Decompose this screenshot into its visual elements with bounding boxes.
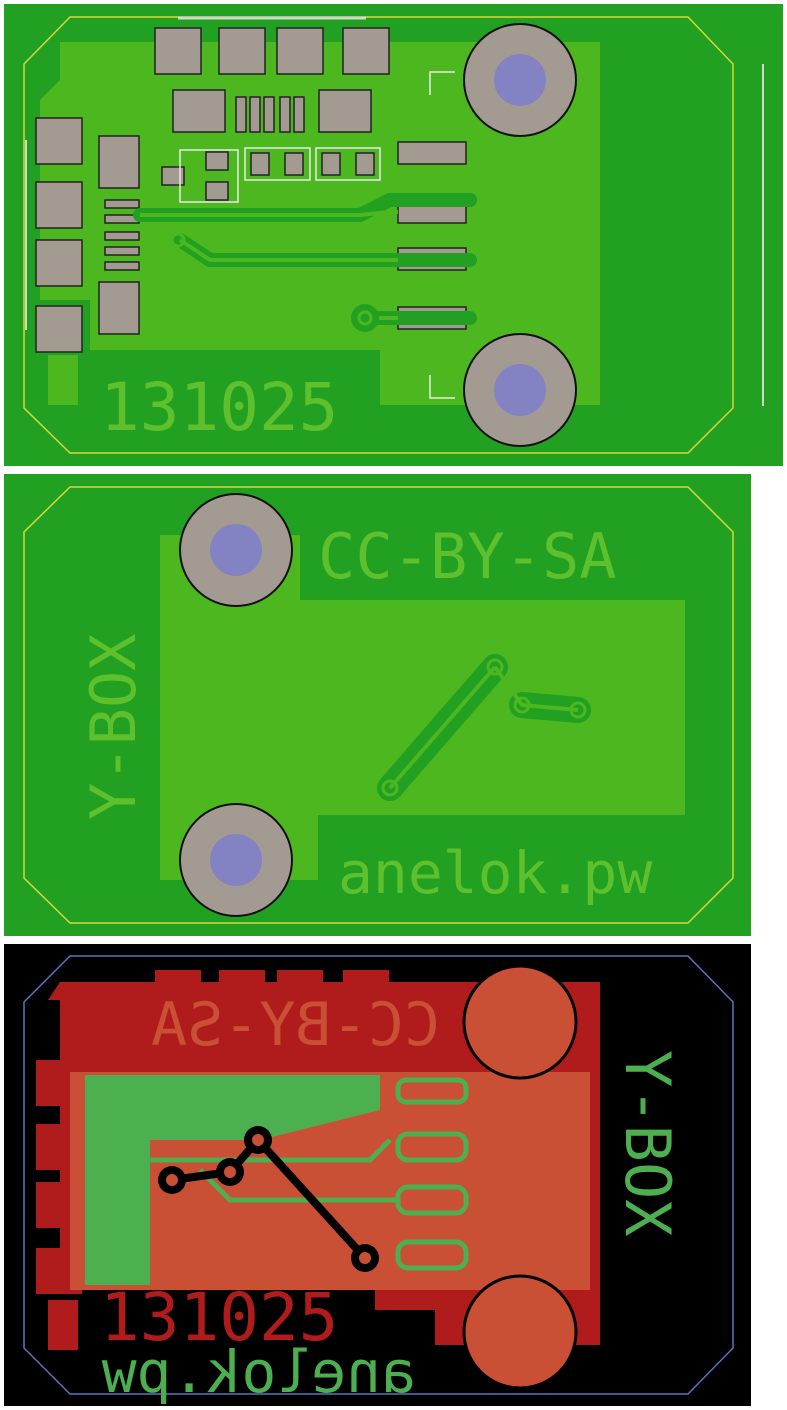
date-code-label: 131025 bbox=[100, 1279, 338, 1356]
bottom-layer-view: CC-BY-SA anelok.pw Y-BOX bbox=[4, 474, 751, 936]
traces bbox=[388, 665, 579, 790]
url-label: anelok.pw bbox=[338, 839, 652, 907]
vias bbox=[381, 658, 587, 797]
board-outline bbox=[23, 16, 734, 454]
date-code-label: 131025 bbox=[100, 369, 338, 446]
green-outlines bbox=[140, 1077, 469, 1271]
board-outline bbox=[23, 955, 734, 1395]
top-layer-view: 131025 bbox=[4, 4, 783, 466]
mirrored-license-label: CC-BY-SA bbox=[151, 990, 440, 1060]
mounting-holes bbox=[462, 964, 578, 1390]
vias bbox=[158, 1126, 379, 1272]
project-label: Y-BOX bbox=[611, 1050, 684, 1237]
green-layer-region bbox=[85, 1075, 380, 1285]
mounting-holes bbox=[179, 493, 293, 917]
vias bbox=[170, 192, 379, 332]
board-outline bbox=[23, 486, 734, 924]
copper-layers-view: CC-BY-SA 131025 anelok.pw Y-BOX bbox=[4, 944, 751, 1406]
silk-outlines bbox=[179, 71, 455, 399]
smd-pads bbox=[35, 27, 467, 353]
copper-pour bbox=[160, 535, 685, 880]
license-label: CC-BY-SA bbox=[318, 520, 617, 593]
project-label: Y-BOX bbox=[77, 633, 150, 820]
mirrored-url-label: anelok.pw bbox=[102, 1338, 416, 1406]
mounting-holes bbox=[463, 23, 577, 447]
copper-pad-area bbox=[48, 355, 78, 405]
